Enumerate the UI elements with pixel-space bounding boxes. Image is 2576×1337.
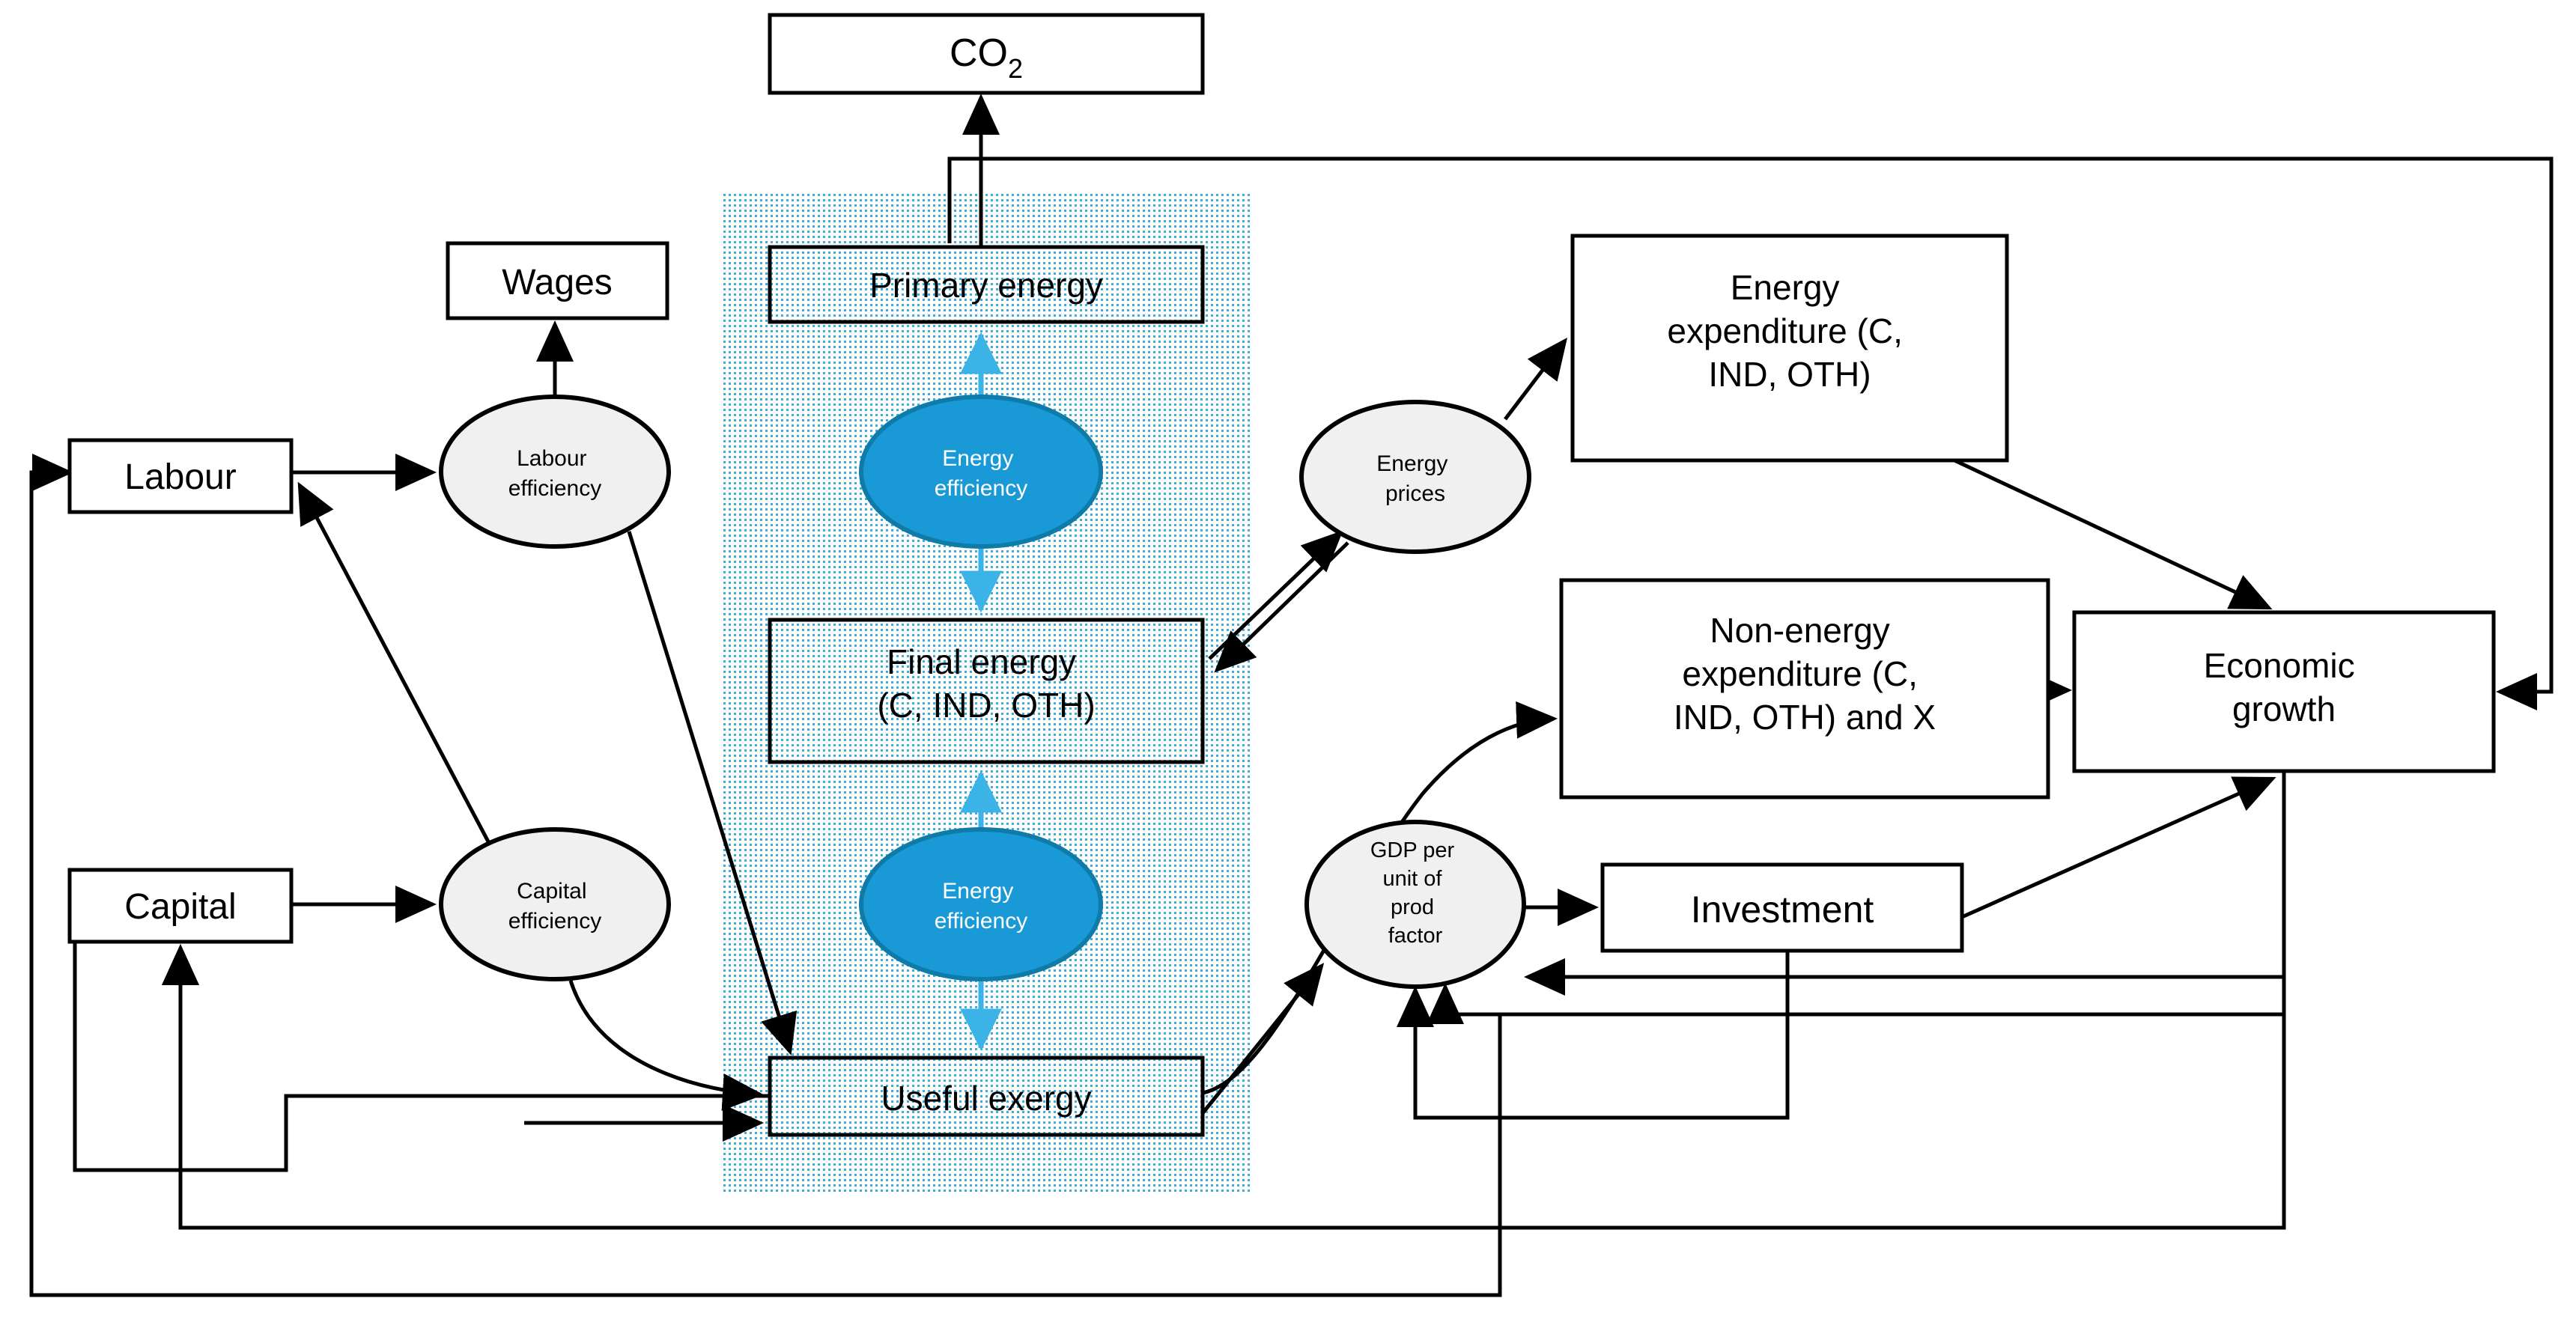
node-final-energy[interactable]: Final energy (C, IND, OTH) [768,618,1205,764]
node-capital-efficiency[interactable]: Capital efficiency [439,827,671,981]
co2-subscript: 2 [1008,53,1023,84]
node-energy-expenditure[interactable]: Energy expenditure (C, IND, OTH) [1570,234,2009,463]
node-labour[interactable]: Labour [67,438,294,514]
gdp-line4: factor [1388,924,1443,948]
economic-growth-line1: Economic [2204,646,2355,685]
edge-investment-to-economic-growth [1960,776,2276,919]
energy-efficiency-upper-line2: efficiency [935,476,1028,501]
edge-energy-expenditure-to-economic-growth [1953,458,2273,610]
labour-efficiency-line1: Labour [517,446,586,471]
primary-energy-label: Primary energy [869,266,1103,305]
svg-text:CO2: CO2 [950,31,1023,84]
node-energy-prices[interactable]: Energy prices [1299,400,1531,554]
edge-useful-exergy-to-labour [73,904,770,1172]
edge-diagonal-into-labour-right [297,481,526,911]
edge-economic-growth-to-gdp-per-unit [1427,771,2286,1024]
gdp-line1: GDP per [1370,838,1455,862]
energy-prices-line1: Energy [1376,451,1448,476]
labour-efficiency-line2: efficiency [508,476,602,501]
node-primary-energy[interactable]: Primary energy [768,245,1205,324]
edge-useful-exergy-to-gdp-per-unit [1201,963,1325,1115]
energy-expenditure-line1: Energy [1731,268,1840,307]
energy-efficiency-lower-line1: Energy [942,879,1013,904]
gdp-line3: prod [1391,895,1434,919]
energy-prices-line2: prices [1385,481,1445,506]
svg-text:Labour efficiency: Labour efficiency [508,446,602,501]
energy-efficiency-upper-line1: Energy [942,446,1013,471]
svg-text:Energy expenditure (C,: Energy expenditure (C, IND, OTH) [1667,268,1912,394]
svg-text:Energy prices: Energy prices [1376,451,1453,506]
node-nonenergy-expenditure[interactable]: Non-energy expenditure (C, IND, OTH) and… [1559,578,2050,800]
labour-label: Labour [124,457,236,497]
capital-efficiency-line1: Capital [517,879,586,904]
node-capital[interactable]: Capital [67,868,294,944]
investment-label: Investment [1691,889,1874,931]
energy-efficiency-lower-line2: efficiency [935,909,1028,934]
energy-expenditure-line2: expenditure (C, [1667,311,1903,350]
edge-energy-prices-to-energy-expenditure [1504,338,1568,421]
node-investment[interactable]: Investment [1600,862,1964,953]
svg-text:GDP per unit of pr: GDP per unit of prod factor [1370,838,1460,948]
edge-capital-efficiency-to-useful-exergy [568,980,764,1111]
node-economic-growth[interactable]: Economic growth [2072,610,2496,773]
nonenergy-line1: Non-energy [1710,611,1889,650]
svg-text:Energy efficiency: Energy efficiency [935,879,1028,934]
wages-label: Wages [502,263,613,302]
useful-exergy-label: Useful exergy [881,1079,1091,1118]
node-useful-exergy[interactable]: Useful exergy [768,1056,1205,1137]
edge-labour-efficiency-to-useful-exergy [627,531,798,1056]
node-gdp-per-unit[interactable]: GDP per unit of prod factor [1304,820,1526,989]
node-labour-efficiency[interactable]: Labour efficiency [439,395,671,549]
edge-wages-to-economic-growth [947,156,2554,710]
node-co2[interactable]: CO2 [768,13,1205,95]
svg-text:Economic growth: Economic growth [2204,646,2365,728]
final-energy-line1: Final energy [887,642,1076,681]
svg-text:Final energy (C, IND, OT: Final energy (C, IND, OTH) [877,642,1095,725]
svg-text:Non-energy expenditure (: Non-energy expenditure (C, IND, OTH) and… [1674,611,1936,737]
economic-growth-line2: growth [2232,689,2336,728]
nonenergy-line2: expenditure (C, [1682,654,1918,693]
node-energy-efficiency-upper[interactable]: Energy efficiency [859,395,1103,549]
capital-efficiency-line2: efficiency [508,909,602,934]
capital-label: Capital [124,887,236,927]
nonenergy-line3: IND, OTH) and X [1674,698,1936,737]
energy-expenditure-line3: IND, OTH) [1708,355,1871,394]
edge-investment-to-gdp-per-unit [1397,951,1790,1120]
edge-economic-growth-to-labour [29,454,1502,1297]
svg-text:Energy efficiency: Energy efficiency [935,446,1028,501]
gdp-line2: unit of [1382,867,1442,891]
co2-label: CO [950,31,1008,75]
final-energy-line2: (C, IND, OTH) [877,686,1095,725]
edge-energy-prices-to-final-energy [1214,541,1349,673]
node-energy-efficiency-lower[interactable]: Energy efficiency [859,827,1103,981]
svg-text:Capital efficiency: Capital efficiency [508,879,602,934]
node-wages[interactable]: Wages [446,241,669,320]
